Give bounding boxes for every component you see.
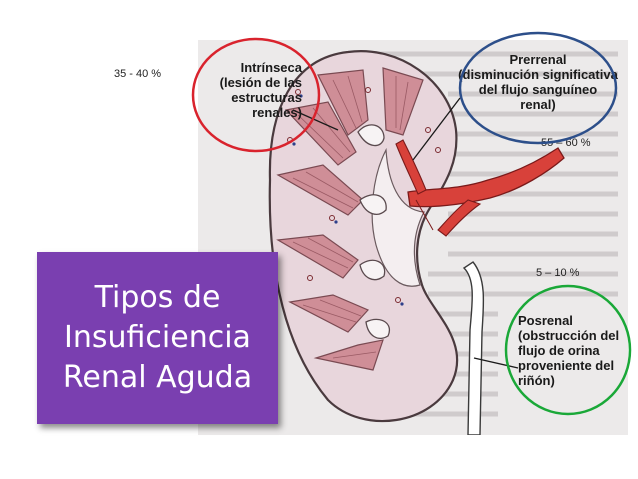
- intrinseca-line: renales): [252, 105, 302, 120]
- pyramid: [313, 339, 384, 371]
- posrenal-line: flujo de orina: [518, 343, 600, 358]
- kidney-capsule: [268, 50, 459, 423]
- title-line: Renal Aguda: [62, 360, 253, 395]
- posrenal-line: (obstrucción del: [518, 328, 620, 343]
- intrinseca-line: (lesión de las: [219, 75, 302, 90]
- intrinseca-line: estructuras: [231, 90, 302, 105]
- intrinseca-percent: 35 - 40 %: [114, 68, 162, 80]
- title-line: Insuficiencia: [64, 320, 251, 355]
- posrenal-percent: 5 – 10 %: [536, 267, 580, 279]
- prerrenal-line: (disminución significativa: [458, 67, 618, 82]
- pyramid: [317, 69, 369, 136]
- posrenal-line: Posrenal: [518, 313, 573, 328]
- intrinseca-ring: [191, 37, 321, 153]
- pyramid: [284, 101, 357, 166]
- prerrenal-callout: Prerrenal (disminución significativa del…: [453, 52, 623, 112]
- posrenal-line: proveniente del: [518, 358, 615, 373]
- prerrenal-line: del flujo sanguíneo: [478, 82, 598, 97]
- posrenal-callout: Posrenal (obstrucción del flujo de orina…: [518, 313, 630, 388]
- title-line: Tipos de: [94, 280, 221, 315]
- intrinseca-line: Intrínseca: [240, 60, 302, 75]
- posrenal-ring: [504, 284, 632, 416]
- prerrenal-line: renal): [520, 97, 556, 112]
- pyramid: [382, 67, 424, 136]
- ureter: [462, 261, 485, 435]
- posrenal-line: riñón): [518, 373, 555, 388]
- intrinseca-callout: Intrínseca (lesión de las estructuras re…: [202, 60, 302, 120]
- prerrenal-line: Prerrenal: [509, 52, 567, 67]
- prerrenal-percent: 55 – 60 %: [541, 137, 591, 149]
- prerrenal-ring: [458, 31, 618, 145]
- renal-artery: [407, 147, 565, 208]
- pyramid: [276, 234, 359, 279]
- title-box: Tipos de Insuficiencia Renal Aguda: [37, 252, 278, 424]
